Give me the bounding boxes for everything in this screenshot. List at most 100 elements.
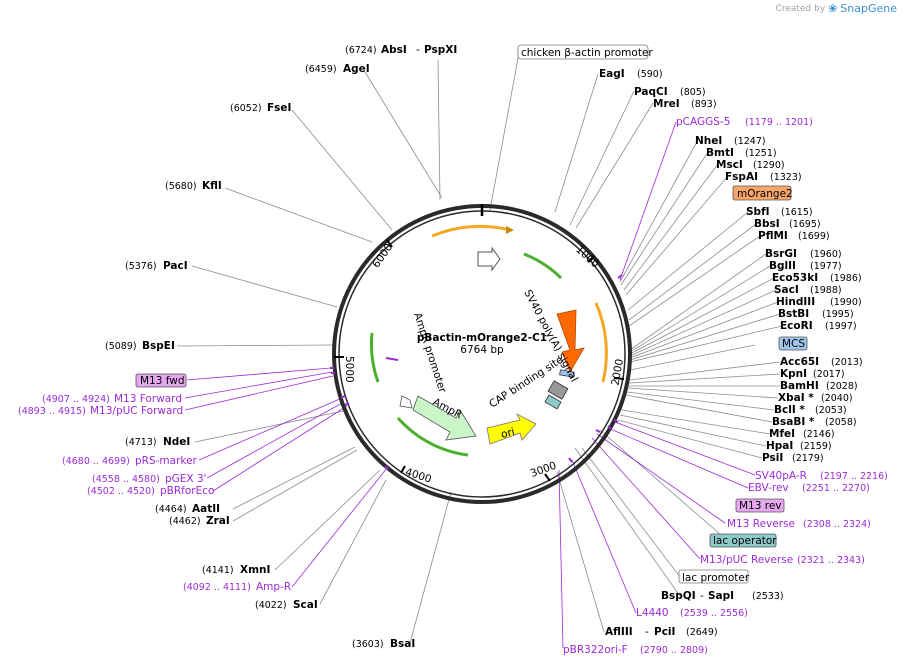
- site-xbai: XbaI *: [778, 392, 814, 404]
- primer-pbrforeco-pos: (4502 .. 4520): [87, 486, 155, 497]
- mcs-block: [559, 369, 575, 378]
- site-agei-pos: (6459): [305, 64, 337, 75]
- sv40-polya-arrow-icon: [556, 309, 585, 373]
- site-pflmi-pos: (1699): [798, 231, 830, 242]
- boxed-lac-operator: lac operator: [713, 535, 777, 547]
- site-pcii-pos: (2649): [686, 627, 718, 638]
- site-bsabi: BsaBI *: [772, 416, 815, 428]
- primer-m13puc-reverse: M13/pUC Reverse: [700, 554, 793, 566]
- site-agei: AgeI: [343, 63, 370, 75]
- site-bmti: BmtI: [706, 147, 734, 159]
- site-bamhi: BamHI: [780, 380, 819, 392]
- primer-sv40pa-r-pos: (2197 .. 2216): [820, 471, 888, 482]
- site-hindiii-pos: (1990): [830, 297, 862, 308]
- morange2-arc: [594, 302, 608, 383]
- site-acc65i: Acc65I: [780, 356, 819, 368]
- boxed-lac-promoter: lac promoter: [682, 572, 750, 584]
- site-ndei-pos: (4713): [125, 437, 157, 448]
- primer-l4440: L4440: [636, 607, 669, 619]
- site-pspxi: PspXI: [424, 44, 457, 56]
- site-mrei: MreI: [653, 98, 680, 110]
- feature-ampr-promoter-label: AmpR promoter: [411, 311, 448, 395]
- site-paci: PacI: [163, 260, 188, 272]
- site-afliii: AflIII: [605, 626, 633, 638]
- site-bstbi: BstBI: [778, 308, 809, 320]
- site-eagi-pos: (590): [637, 69, 663, 80]
- site-mfei-pos: (2146): [803, 429, 835, 440]
- snapgene-logo-icon: ❀: [828, 2, 838, 15]
- site-nhei: NheI: [695, 135, 722, 147]
- site-bstbi-pos: (1995): [822, 309, 854, 320]
- site-pflmi: PflMI: [758, 230, 788, 242]
- site-fsei-pos: (6052): [230, 103, 262, 114]
- primer-pcaggs5: pCAGGS-5: [676, 116, 730, 128]
- site-bbsi-pos: (1695): [789, 219, 821, 230]
- primer-marks: [330, 274, 623, 470]
- site-msci-pos: (1290): [753, 160, 785, 171]
- credit-prefix: Created by: [775, 3, 826, 14]
- site-sapi-pos: (2533): [752, 591, 784, 602]
- site-bglii: BglII: [769, 260, 796, 272]
- primer-amp-r: Amp-R: [256, 581, 291, 593]
- m13rev-box: [735, 498, 785, 513]
- primer-pbr322ori-f-pos: (2790 .. 2809): [640, 645, 708, 656]
- site-bglii-pos: (1977): [810, 261, 842, 272]
- site-fspai-pos: (1323): [770, 172, 802, 183]
- boxed-m13rev: M13 rev: [739, 500, 782, 512]
- primer-sv40pa-r: SV40pA-R: [755, 470, 807, 482]
- site-xmni: XmnI: [240, 564, 270, 576]
- primer-m13puc-forward: M13/pUC Forward: [90, 405, 183, 417]
- site-absi: AbsI: [381, 44, 407, 56]
- promoter-arrow-icon: [477, 246, 501, 272]
- primer-ebv-rev: EBV-rev: [748, 482, 789, 494]
- site-fspai: FspAI: [725, 171, 758, 183]
- primer-prs-marker-pos: (4680 .. 4699): [62, 456, 130, 467]
- site-fsei: FseI: [267, 102, 291, 114]
- chicken-promoter-arc: [431, 224, 511, 238]
- site-bspei: BspEI: [142, 340, 175, 352]
- lac-operator-block: [544, 394, 562, 410]
- site-mrei-pos: (893): [691, 99, 717, 110]
- primer-m13-reverse-pos: (2308 .. 2324): [803, 519, 871, 530]
- site-zrai-pos: (4462): [169, 516, 201, 527]
- feature-ori-label: ori: [500, 426, 516, 441]
- site-bsai-pos: (3603): [352, 639, 384, 650]
- primer-m13-reverse: M13 Reverse: [727, 518, 795, 530]
- site-sbfi: SbfI: [746, 206, 770, 218]
- tick-2000: 2000: [609, 358, 625, 386]
- site-eco53ki: Eco53kI: [772, 272, 818, 284]
- site-bspei-pos: (5089): [105, 341, 137, 352]
- leader-lines: [176, 52, 783, 644]
- primer-amp-r-pos: (4092 .. 4111): [183, 582, 251, 593]
- chicken-promoter-arrow-icon: [506, 226, 514, 234]
- site-psii-pos: (2179): [792, 453, 824, 464]
- chicken-promoter-box: [517, 44, 649, 60]
- site-msci: MscI: [716, 159, 743, 171]
- primer-m13-forward: M13 Forward: [114, 393, 182, 405]
- site-bsabi-pos: (2058): [825, 417, 857, 428]
- site-hpai: HpaI: [766, 440, 793, 452]
- boxed-chicken-promoter: chicken β-actin promoter: [521, 47, 653, 59]
- green-feature-arc-bottom: [396, 417, 469, 457]
- mcs-box: [778, 336, 808, 351]
- boxed-m13fwd: M13 fwd: [140, 375, 185, 387]
- site-scai: ScaI: [293, 599, 318, 611]
- primer-l4440-pos: (2539 .. 2556): [680, 608, 748, 619]
- site-bamhi-pos: (2028): [826, 381, 858, 392]
- site-acc65i-pos: (2013): [831, 357, 863, 368]
- lac-promoter-block: [547, 380, 569, 400]
- site-xbai-pos: (2040): [821, 393, 853, 404]
- site-kpni: KpnI: [780, 368, 807, 380]
- site-separator: -: [416, 44, 420, 56]
- site-bsrgi: BsrGI: [765, 248, 797, 260]
- primer-prs-marker: pRS-marker: [135, 455, 198, 467]
- site-scai-pos: (4022): [255, 600, 287, 611]
- site-kfli: KflI: [202, 180, 222, 192]
- site-eagi: EagI: [599, 68, 625, 80]
- site-separator-2: -: [700, 590, 704, 602]
- ori-arrow-icon: [486, 413, 537, 445]
- primer-pbr322ori-f: pBR322ori-F: [563, 644, 628, 656]
- site-ecori: EcoRI: [780, 320, 813, 332]
- green-feature-arc-left: [369, 332, 380, 383]
- site-psii: PsiI: [762, 452, 783, 464]
